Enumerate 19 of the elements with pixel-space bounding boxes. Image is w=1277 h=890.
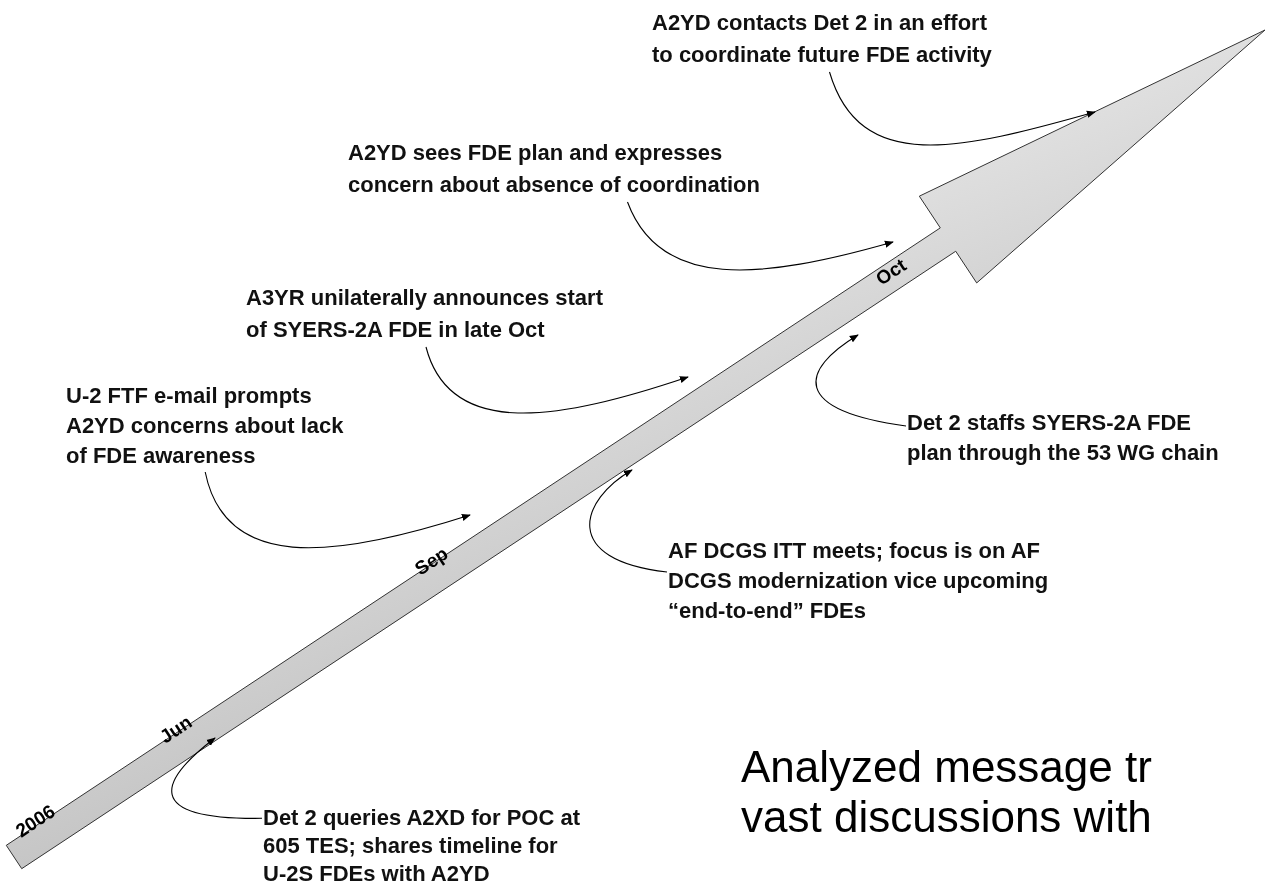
callout-text: U-2 FTF e-mail prompts A2YD concerns about lack of FDE awareness: [66, 381, 356, 471]
note-text: vast discussions with: [741, 792, 1152, 842]
leader-arrow: [589, 469, 668, 573]
leader-arrow: [204, 471, 471, 549]
leader-arrow: [828, 71, 1096, 146]
leader-arrow: [425, 346, 689, 414]
timeline-label: Oct: [871, 254, 911, 291]
callout-text: A2YD sees FDE plan and expresses concern about absence of coordination: [348, 137, 778, 201]
callout-text: A2YD contacts Det 2 in an effort to coordinate future FDE activity: [652, 7, 1007, 71]
timeline-label: Sep: [410, 542, 453, 581]
callout-text: Det 2 queries A2XD for POC at 605 TES; shares timeline for U-2S FDEs with A2YD: [263, 804, 583, 888]
callout-text: AF DCGS ITT meets; focus is on AF DCGS modernization vice upcoming “end-to-end” FDEs: [668, 536, 1068, 626]
leader-arrow: [626, 201, 894, 271]
callout-text: Det 2 staffs SYERS-2A FDE plan through the 53 WG chain: [907, 408, 1237, 468]
timeline-label: Jun: [155, 711, 197, 749]
note-text: Analyzed message tr: [741, 742, 1152, 792]
leader-arrow: [171, 737, 263, 819]
leader-arrow: [815, 334, 907, 427]
callout-text: A3YR unilaterally announces start of SYERS-2A FDE in late Oct: [246, 282, 621, 346]
